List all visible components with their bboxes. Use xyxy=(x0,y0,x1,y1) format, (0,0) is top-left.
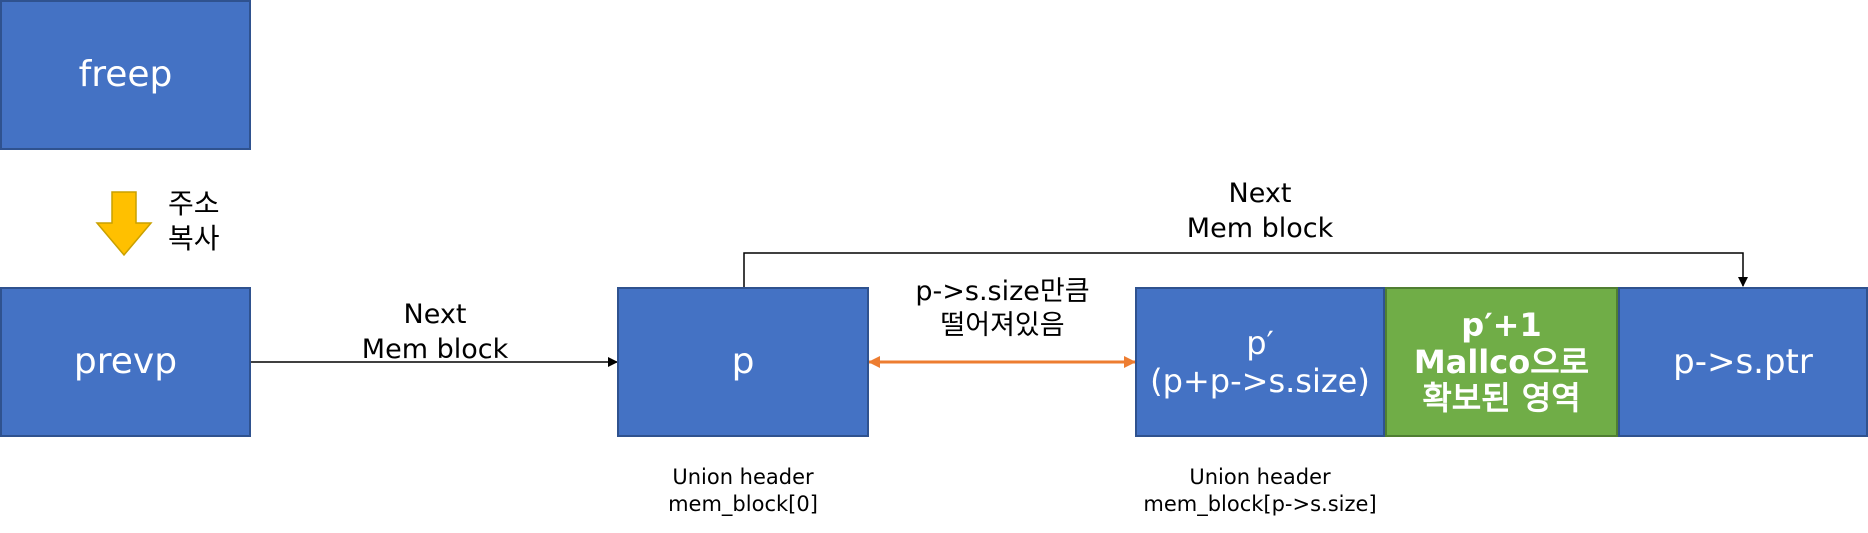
next-top-line1: Next xyxy=(1228,178,1292,209)
next-mem-block-label-prevp: Next Mem block xyxy=(340,297,530,367)
copy-address-label: 주소 복사 xyxy=(168,186,220,256)
p-box: p xyxy=(617,287,869,437)
malloc-region-line1: p′+1 xyxy=(1461,305,1542,344)
header-p-prime-line1: Union header xyxy=(1189,465,1331,489)
freep-box: freep xyxy=(0,0,251,150)
p-s-ptr-label: p->s.ptr xyxy=(1673,341,1813,382)
next-mem-block-label-top: Next Mem block xyxy=(1160,176,1360,246)
copy-address-line1: 주소 xyxy=(168,187,220,220)
p-to-ptr-arrow xyxy=(743,252,1748,288)
next-top-line2: Mem block xyxy=(1186,213,1334,244)
header-p-prime-line2: mem_block[p->s.size] xyxy=(1143,492,1377,516)
distance-line1: p->s.size만큼 xyxy=(915,276,1090,307)
distance-label: p->s.size만큼 떨어져있음 xyxy=(885,275,1120,343)
union-header-p-label: Union header mem_block[0] xyxy=(632,464,854,518)
next-prevp-line1: Next xyxy=(403,299,467,330)
p-prime-box: p′ (p+p->s.size) xyxy=(1135,287,1385,437)
union-header-p-prime-label: Union header mem_block[p->s.size] xyxy=(1120,464,1400,518)
malloc-region-box: p′+1 Mallco으로 확보된 영역 xyxy=(1385,287,1618,437)
p-s-ptr-box: p->s.ptr xyxy=(1618,287,1868,437)
prevp-box: prevp xyxy=(0,287,251,437)
copy-address-line2: 복사 xyxy=(168,222,220,255)
malloc-region-line3: 확보된 영역 xyxy=(1422,379,1581,418)
distance-line2: 떨어져있음 xyxy=(940,310,1065,341)
p-label: p xyxy=(731,341,755,383)
p-prime-line2: (p+p->s.size) xyxy=(1150,362,1370,400)
next-prevp-line2: Mem block xyxy=(361,334,509,365)
header-p-line1: Union header xyxy=(672,465,814,489)
freep-label: freep xyxy=(78,54,173,96)
malloc-region-line2: Mallco으로 xyxy=(1413,342,1590,381)
prevp-label: prevp xyxy=(73,341,178,383)
header-p-line2: mem_block[0] xyxy=(668,492,818,516)
copy-down-arrow-icon xyxy=(95,191,153,257)
p-prime-line1: p′ xyxy=(1246,323,1274,362)
